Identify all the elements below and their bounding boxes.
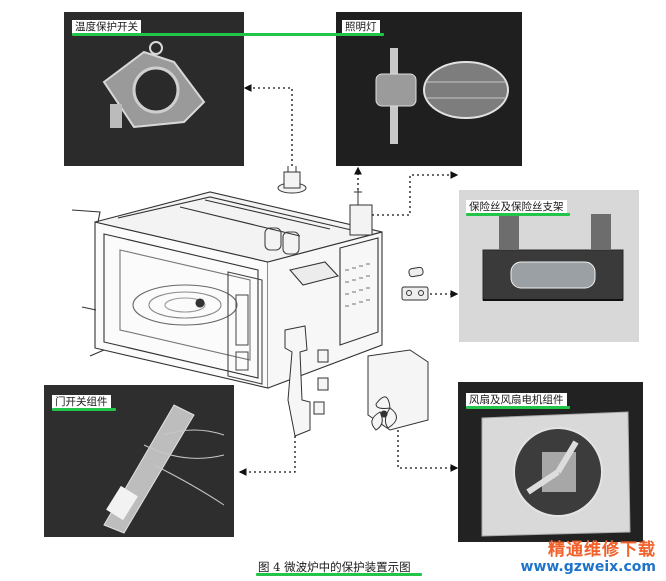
fan-motor-part <box>367 349 429 431</box>
watermark-title: 精通维修下载 <box>548 540 656 560</box>
site-watermark: 精通维修下载 www.gzweix.com <box>521 541 656 575</box>
thermal-switch-label: 温度保护开关 <box>72 20 141 35</box>
highlight-fan <box>466 406 570 409</box>
fuse-holder-part <box>401 266 429 301</box>
watermark-url: www.gzweix.com <box>520 559 656 575</box>
thermal-switch-photo <box>64 12 244 166</box>
lamp-photo <box>336 12 522 166</box>
highlight-door-switch <box>52 408 116 411</box>
highlight-fuse <box>466 213 570 216</box>
lamp-socket-part <box>349 190 373 236</box>
lamp-label: 照明灯 <box>342 20 380 35</box>
leader-arrows <box>238 84 459 476</box>
door-switch-part <box>284 325 329 437</box>
thermal-switch-part <box>277 166 307 194</box>
highlight-thermal-switch <box>72 33 384 36</box>
figure-caption: 图 4 微波炉中的保护装置示图 <box>258 560 411 574</box>
microwave-chassis <box>71 191 383 389</box>
highlight-caption <box>256 573 422 576</box>
door-switch-label: 门开关组件 <box>52 395 111 410</box>
fan-label: 风扇及风扇电机组件 <box>466 393 567 408</box>
fuse-label: 保险丝及保险丝支架 <box>466 200 567 215</box>
